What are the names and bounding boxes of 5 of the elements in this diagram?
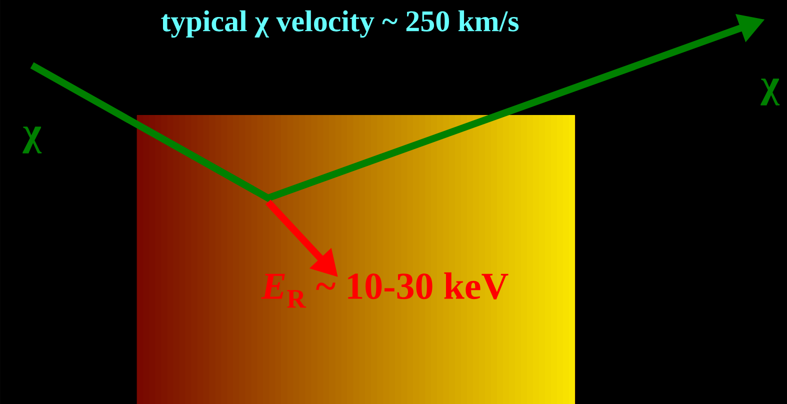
title: typical χ velocity ~ 250 km/s [161,10,519,38]
recoil-energy-label: E$_{R}$ ~ 10-30 keV [261,272,508,308]
particle-label: χ [760,78,780,106]
target-block [136,115,576,404]
particle-label: χ [22,126,42,154]
